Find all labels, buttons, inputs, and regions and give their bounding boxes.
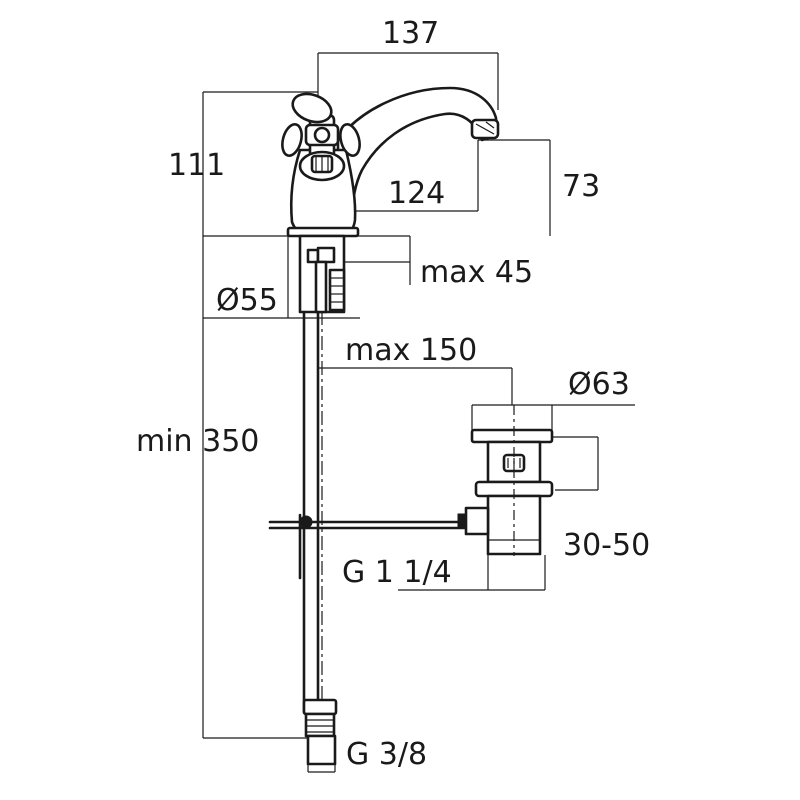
spout-reach-label: 124 (388, 176, 445, 211)
rod-length-label: max 150 (345, 333, 477, 368)
tap-body (279, 86, 500, 238)
supply-thread-label: G 3/8 (346, 737, 427, 772)
spout (336, 86, 499, 222)
dimension-labels: 137 111 124 73 max 45 Ø55 max 150 Ø63 mi… (136, 16, 650, 772)
height-overall-label: 111 (168, 148, 225, 183)
waste-flange (470, 428, 554, 444)
width-overall-label: 137 (382, 16, 439, 51)
pop-up-waste (457, 405, 554, 556)
under-deck-fixings (298, 234, 346, 314)
waste-flange-diameter-label: Ø63 (568, 367, 630, 402)
waste-thread-label: G 1 1/4 (342, 555, 452, 590)
supply-hose-label: min 350 (136, 424, 259, 459)
waste-height-range-label: 30-50 (563, 528, 650, 563)
supply-hose (268, 310, 470, 766)
cross-handle[interactable] (279, 89, 363, 158)
base-diameter-label: Ø55 (216, 283, 278, 318)
spout-height-label: 73 (562, 169, 600, 204)
dimension-lines (202, 52, 635, 773)
deck-thickness-label: max 45 (420, 255, 533, 290)
